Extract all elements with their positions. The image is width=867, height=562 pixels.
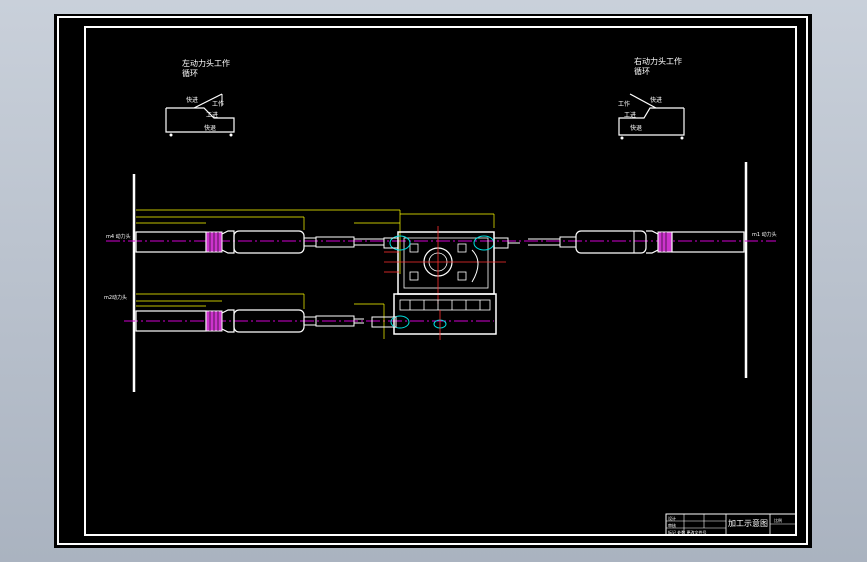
left-cycle-diagram: 左动力头工作 循环 快进 工作 工进 快退 [165, 58, 235, 137]
center-fixture [371, 226, 520, 340]
left-upper-power-head: m4 动力头 [106, 209, 495, 274]
left-cycle-work-short: 工作 [212, 100, 224, 108]
title-scale: 比例 [774, 517, 782, 523]
outer-frame [57, 16, 808, 545]
right-cycle-work-short: 工作 [618, 100, 630, 108]
left-cycle-return: 快退 [204, 124, 216, 132]
left-lower-power-head: m2动力头 [104, 293, 385, 339]
title-drawing-name: 加工示意图 [728, 518, 768, 528]
left-lower-head-label: m2动力头 [104, 294, 127, 301]
cad-drawing: 左动力头工作 循环 快进 工作 工进 快退 右动力头工作 循环 快进 工作 工进… [57, 16, 808, 545]
right-cycle-work: 工进 [624, 111, 636, 119]
left-cycle-work: 工进 [206, 111, 218, 119]
left-cycle-fast: 快进 [186, 96, 198, 104]
right-head-label: m1 动力头 [752, 231, 777, 238]
title-row-label-1: 设计 [668, 515, 676, 521]
title-row-label-2: 审核 [668, 522, 676, 528]
title-block: 设计 审核 标记 处数 更改文件号 加工示意图 比例 [665, 513, 797, 536]
left-cycle-title-2: 循环 [182, 68, 198, 78]
left-upper-head-label: m4 动力头 [106, 233, 131, 240]
right-cycle-diagram: 右动力头工作 循环 快进 工作 工进 快退 [618, 56, 685, 140]
right-power-head: m1 动力头 [528, 230, 777, 254]
left-cycle-title-1: 左动力头工作 [182, 58, 230, 68]
right-cycle-title-1: 右动力头工作 [634, 56, 682, 66]
right-cycle-return: 快退 [630, 124, 642, 132]
cad-viewport[interactable]: 左动力头工作 循环 快进 工作 工进 快退 右动力头工作 循环 快进 工作 工进… [54, 14, 812, 548]
inner-frame [84, 26, 797, 536]
right-cycle-fast: 快进 [650, 96, 662, 104]
right-cycle-title-2: 循环 [634, 66, 650, 76]
title-row-label-3: 标记 处数 更改文件号 [668, 529, 707, 535]
